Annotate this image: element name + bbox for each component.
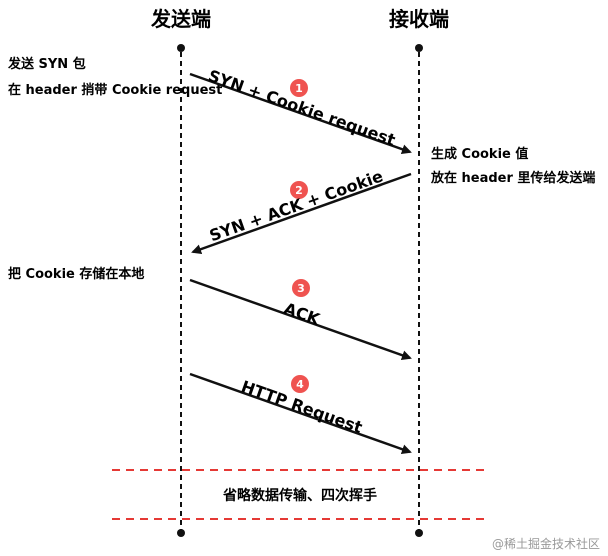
message-label-syn-cookie-request: SYN + Cookie request	[206, 66, 398, 150]
step-number-2: 2	[295, 184, 303, 197]
step-number-4: 4	[296, 378, 304, 391]
note-store-cookie: 把 Cookie 存储在本地	[8, 266, 144, 282]
message-arrow-ack	[189, 278, 412, 361]
sender-lifeline-start-dot	[177, 44, 185, 52]
watermark-text: @稀土掘金技术社区	[492, 536, 600, 551]
message-label-ack: ACK	[281, 299, 322, 329]
sender-header: 发送端	[150, 7, 211, 31]
receiver-lifeline-start-dot	[415, 44, 423, 52]
note-header-cookie-request: 在 header 捎带 Cookie request	[8, 82, 222, 98]
step-number-3: 3	[297, 282, 305, 295]
message-arrow-http-request	[189, 372, 412, 455]
receiver-lifeline-end-dot	[415, 529, 423, 537]
omitted-steps-note: 省略数据传输、四次挥手	[222, 487, 377, 504]
step-number-1: 1	[295, 82, 303, 95]
sender-lifeline-end-dot	[177, 529, 185, 537]
receiver-header: 接收端	[389, 7, 449, 31]
step-badge-1	[290, 79, 308, 97]
message-arrow-syn-cookie-request	[189, 72, 412, 155]
note-generate-cookie: 生成 Cookie 值	[431, 146, 528, 162]
note-put-cookie-header: 放在 header 里传给发送端	[430, 170, 595, 186]
message-arrow-syn-ack-cookie	[191, 172, 412, 255]
step-badge-2	[290, 181, 308, 199]
step-badge-4	[291, 375, 309, 393]
step-badge-3	[292, 279, 310, 297]
note-send-syn: 发送 SYN 包	[7, 56, 86, 72]
message-label-syn-ack-cookie: SYN + ACK + Cookie	[207, 166, 386, 245]
